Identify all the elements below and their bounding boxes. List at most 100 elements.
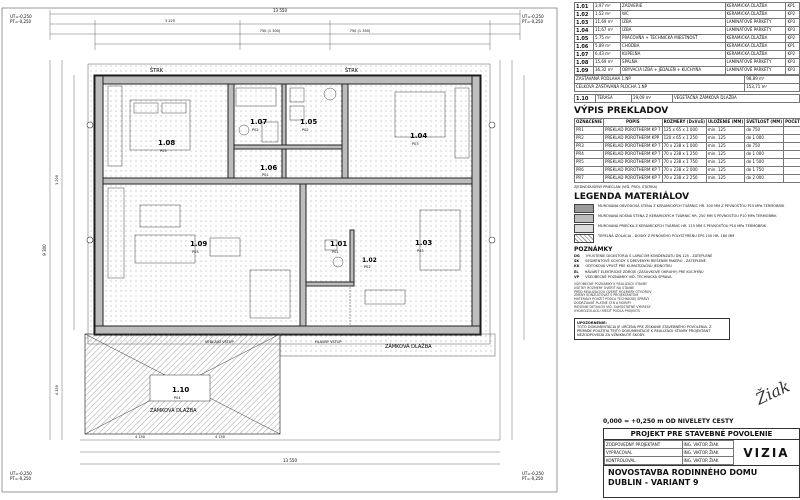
room-cell-name: CHODBA [620, 42, 726, 51]
room-tag-1-06: 1.06 [260, 164, 277, 172]
legend-item: MUROVANÁ OBVODOVÁ STENA Z KERAMICKÝCH TV… [574, 203, 800, 213]
lintel-cell: PREKLAD POROTHERM KP 7 [602, 165, 663, 175]
desk-1-03 [364, 289, 406, 305]
lintel-cell: PR3 [574, 141, 604, 151]
room-tag-1-07: 1.07 [250, 118, 267, 126]
room-tag-1-10: 1.10 [172, 386, 189, 394]
legend-title: LEGENDA MATERIÁLOV [574, 191, 690, 202]
room-cell-kp: KP2 [785, 50, 800, 59]
label-main-entry: HLAVNÝ VSTUP [315, 339, 342, 344]
total-value-0: 98,89 m² [744, 75, 800, 84]
general-note-line: RIEŠENIE DETAILOV VIĎ. SAMOSTATNÉ VÝKRES… [574, 304, 651, 309]
room-cell-id: 1.01 [574, 2, 594, 11]
legend-item: MUROVANÁ NOSNÁ STENA Z KERAMICKÝCH TVÁRN… [574, 213, 800, 223]
wardrobe-1-04 [454, 87, 470, 159]
total-label-0: ZASTAVANÁ PODLAHA 1.NP [573, 75, 746, 84]
kitchen-counter [107, 187, 125, 279]
swatch-load-wall [574, 213, 594, 223]
lintel-cell: do 750 [744, 125, 785, 135]
lintel-cell: PREKLAD POROTHERM KP 7 [602, 173, 663, 183]
general-note-line: MATERIÁLY POUŽIŤ PODĽA TECHNICKEJ SPRÁVY [574, 297, 650, 302]
lintel-header: SVETLOSŤ (MM) [744, 117, 785, 127]
dim-side-1: 1 200 [55, 175, 59, 185]
lintel-header: ROZMERY (DxVxŠ) [661, 117, 707, 127]
interior-walls [102, 83, 473, 327]
lintel-cell: min. 125 [705, 173, 746, 183]
dim-top-1: 750 (1 300) [260, 29, 281, 33]
room-tag-1-02: 1.02 [362, 257, 377, 264]
coffee-table [209, 237, 241, 257]
section-marks [86, 121, 496, 244]
room-cell-kp: KP1 [785, 2, 800, 11]
room-cell-area: 15,69 m² [592, 58, 622, 67]
room-cell-kp: KP1 [785, 42, 800, 51]
lintel-cell: PR6 [574, 165, 604, 175]
lintel-cell: min. 125 [705, 141, 746, 151]
svg-text:P02: P02 [364, 265, 371, 269]
swatch-exterior-wall [574, 203, 594, 213]
room-tag-1-08: 1.08 [158, 139, 175, 147]
legend-item: TEPELNÁ IZOLÁCIA - DOSKY Z PENOVÉHO POLY… [574, 233, 800, 243]
lintel-cell [783, 157, 800, 167]
lintel-cell: min. 125 [705, 149, 746, 159]
general-note-line: DODRŽIAVAŤ PLATNÉ STN A NORMY [574, 301, 632, 306]
lintel-cell: PR1 [574, 125, 604, 135]
lintel-cell [783, 173, 800, 183]
room-cell-area: 1,52 m² [592, 10, 622, 19]
project-stage: PROJEKT PRE STAVEBNÉ POVOLENIE [604, 429, 799, 440]
general-note-line: PRED REALIZÁCIOU OVERIŤ ROZMERY OTVOROV [574, 289, 652, 294]
lintel-header: POPIS [602, 117, 663, 127]
lintel-header: OZNAČENIE [574, 117, 604, 127]
dimension-chain-right [499, 60, 525, 440]
svg-text:P03: P03 [192, 250, 199, 254]
legend-list: MUROVANÁ OBVODOVÁ STENA Z KERAMICKÝCH TV… [560, 203, 800, 243]
lintel-header: POČET [783, 117, 800, 127]
dimension-chain-bottom: 4 150 4 150 13 550 [80, 435, 500, 465]
room-cell-name: WC [620, 10, 726, 19]
dim-side-2: 4 150 [55, 385, 59, 395]
toilet [238, 124, 250, 136]
furniture [107, 85, 470, 327]
lintel-cell: 70 x 238 x 1 250 [661, 149, 707, 159]
room-cell-name: ZÁDVERIE [620, 2, 726, 11]
lintel-cell: do 1 000 [744, 133, 785, 143]
room-cell-kp: KP2 [785, 34, 800, 43]
room-cell-id: 1.06 [574, 42, 594, 51]
lintel-cell: 70 x 238 x 2 000 [661, 165, 707, 175]
room-cell-floor: KERAMICKÁ DLAŽBA [724, 42, 787, 51]
room-cell-floor: LAMINÁTOVÉ PARKETY [724, 66, 787, 75]
room-cell-floor: LAMINÁTOVÉ PARKETY [724, 18, 787, 27]
lintel-cell: do 750 [744, 141, 785, 151]
lintel-cell: PREKLAD POROTHERM KP 7 [602, 149, 663, 159]
lintel-cell: min. 125 [705, 157, 746, 167]
room-cell-kp: KP3 [785, 26, 800, 35]
dim-bottom-0: 4 150 [135, 435, 145, 439]
svg-text:P03: P03 [160, 149, 167, 153]
svg-text:P03: P03 [412, 142, 419, 146]
room-tag-1-01: 1.01 [330, 240, 347, 248]
lintel-cell [783, 149, 800, 159]
room-cell-kp: KP3 [785, 66, 800, 75]
title-line-2: DUBLIN - VARIANT 9 [608, 477, 699, 487]
lintel-cell: min. 125 [705, 125, 746, 135]
swatch-partition [574, 223, 594, 233]
room-cell-kp: KP3 [785, 58, 800, 67]
dim-bottom-1: 4 150 [215, 435, 225, 439]
